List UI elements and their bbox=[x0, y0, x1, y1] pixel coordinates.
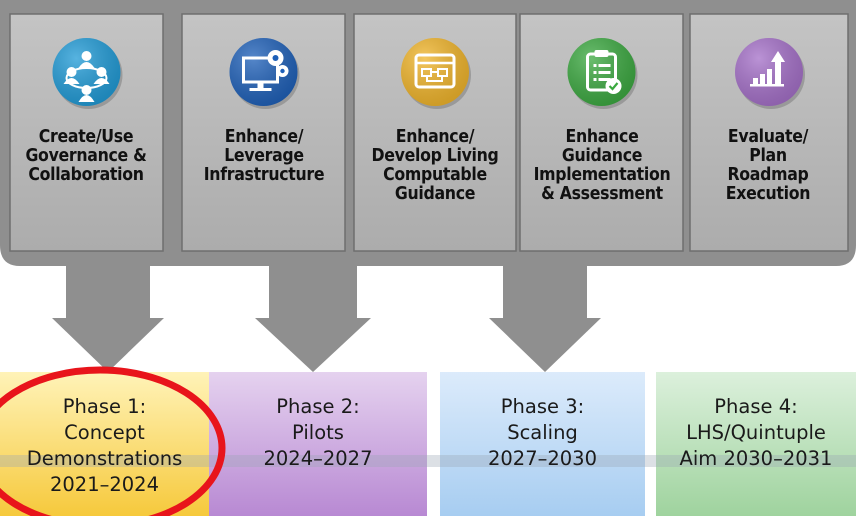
phase-label-line: Phase 4: bbox=[714, 395, 798, 418]
column-title-guidance: Enhance/ Develop Living Computable Guida… bbox=[356, 128, 514, 258]
phase-1-label: Phase 1: Concept Demonstrations 2021–202… bbox=[0, 372, 209, 516]
phase-label-line: Aim 2030–2031 bbox=[679, 447, 833, 470]
column-title-line: Evaluate/ bbox=[727, 127, 809, 147]
phase-label-line: Phase 3: bbox=[500, 395, 585, 418]
phase-4-label: Phase 4: LHS/Quintuple Aim 2030–2031 bbox=[656, 372, 856, 516]
phase-2-label: Phase 2: Pilots 2024–2027 bbox=[209, 372, 427, 516]
bar-chart-up-icon bbox=[735, 38, 805, 109]
phase-1-box bbox=[0, 372, 209, 516]
phase-4-box bbox=[656, 372, 856, 516]
phase-label-line: Scaling bbox=[507, 421, 578, 444]
phase-2-box bbox=[209, 372, 427, 516]
column-title-line: & Assessment bbox=[541, 184, 663, 204]
phase-label-line: Concept bbox=[64, 421, 145, 444]
clipboard-check-icon bbox=[567, 38, 638, 109]
phase-label-line: 2024–2027 bbox=[263, 447, 373, 470]
phase-label-line: Phase 2: bbox=[276, 395, 360, 418]
column-title-line: Plan bbox=[749, 146, 787, 166]
monitor-gears-icon bbox=[229, 38, 300, 109]
column-title-line: Implementation bbox=[533, 165, 671, 185]
phase-divider-strip bbox=[0, 455, 856, 467]
flowchart-window-icon bbox=[401, 38, 471, 109]
phase-3-box bbox=[440, 372, 645, 516]
column-title-line: Governance & bbox=[25, 146, 147, 166]
column-title-implementation: Enhance Guidance Implementation & Assess… bbox=[522, 128, 682, 258]
column-title-infrastructure: Enhance/ Leverage Infrastructure bbox=[184, 128, 344, 258]
column-title-roadmap: Evaluate/ Plan Roadmap Execution bbox=[692, 128, 844, 258]
column-title-line: Execution bbox=[725, 184, 811, 204]
phase-label-line: 2021–2024 bbox=[49, 473, 159, 496]
column-title-line: Guidance bbox=[394, 184, 476, 204]
phase-label-line: LHS/Quintuple bbox=[686, 421, 826, 444]
column-title-line: Guidance bbox=[561, 146, 643, 166]
phase-label-line: Pilots bbox=[292, 421, 344, 444]
column-title-line: Roadmap bbox=[727, 165, 809, 185]
column-title-line: Collaboration bbox=[28, 165, 144, 185]
phase-1-highlight-ring bbox=[0, 366, 226, 516]
phase-label-line: 2027–2030 bbox=[487, 447, 597, 470]
column-title-line: Develop Living bbox=[371, 146, 499, 166]
column-title-line: Enhance/ bbox=[224, 127, 304, 147]
column-title-line: Infrastructure bbox=[203, 165, 325, 185]
column-title-line: Computable bbox=[383, 165, 487, 185]
column-title-line: Enhance bbox=[565, 127, 639, 147]
column-title-line: Enhance/ bbox=[395, 127, 475, 147]
phase-3-label: Phase 3: Scaling 2027–2030 bbox=[440, 372, 645, 516]
phase-label-line: Demonstrations bbox=[26, 447, 183, 470]
column-title-governance: Create/Use Governance & Collaboration bbox=[12, 128, 160, 258]
people-network-icon bbox=[52, 38, 123, 109]
column-title-line: Leverage bbox=[224, 146, 304, 166]
column-title-line: Create/Use bbox=[38, 127, 134, 147]
phase-label-line: Phase 1: bbox=[62, 395, 147, 418]
